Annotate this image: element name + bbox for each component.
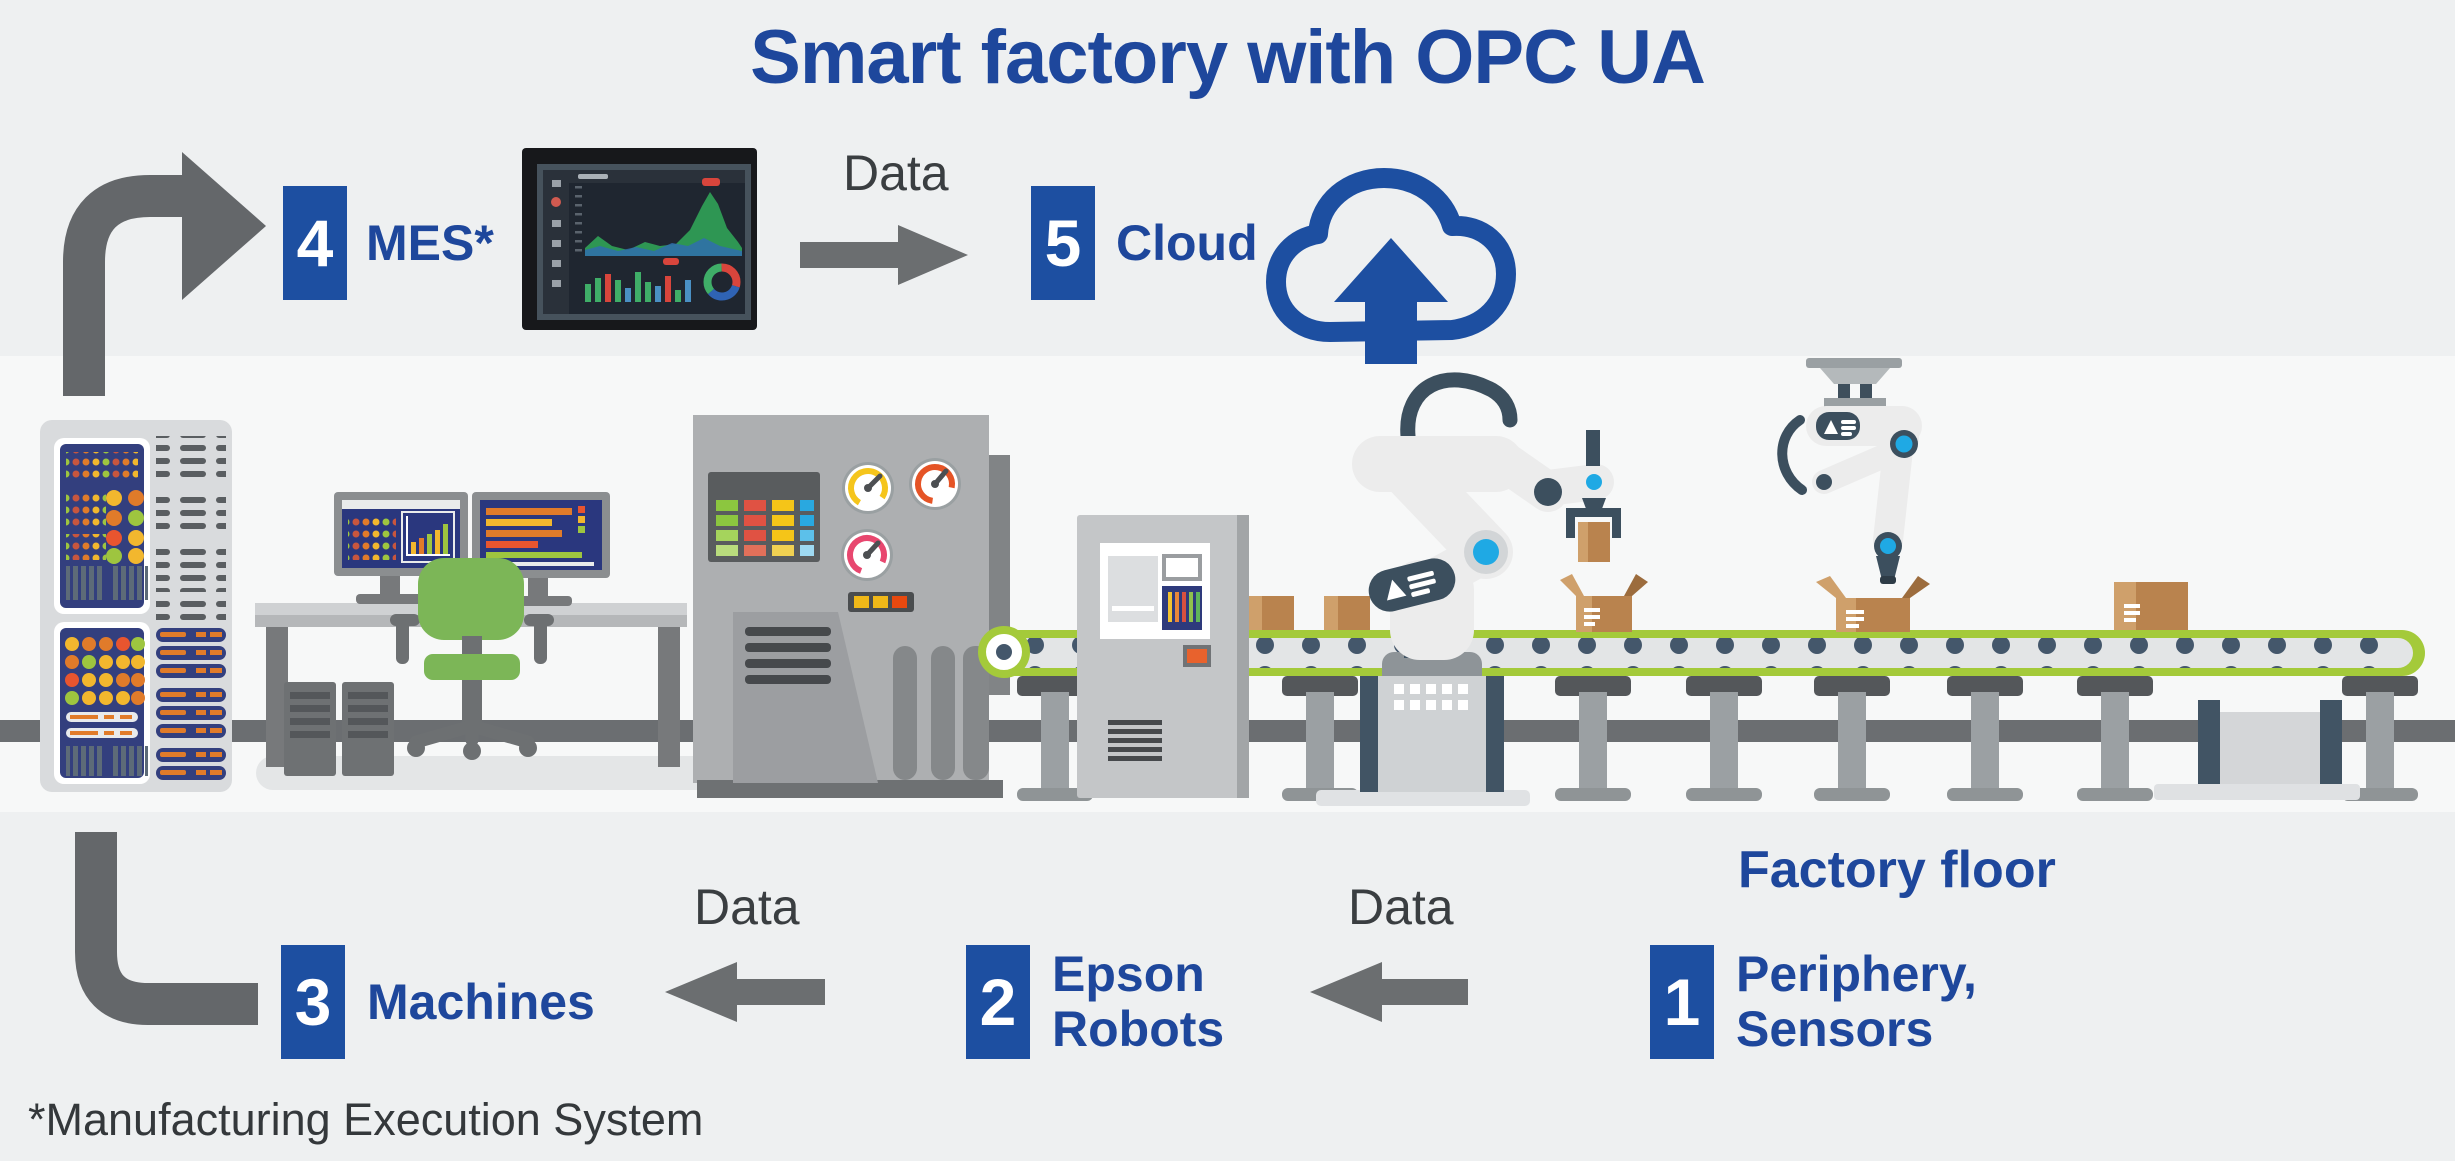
step-label-cloud: Cloud: [1116, 215, 1258, 271]
pedestal-vent-dots: [1394, 684, 1468, 710]
gauge-yellow: [842, 462, 894, 514]
robot-joint-cyan: [1895, 435, 1913, 453]
step-label-periphery-line2: Sensors: [1736, 1001, 1934, 1057]
control-button-panel: [708, 472, 820, 562]
robot-gripper-with-box: [1566, 498, 1621, 562]
operator-desk: [255, 492, 687, 776]
step-label-machines: Machines: [367, 974, 595, 1030]
step-label-periphery: Periphery, Sensors: [1736, 945, 1977, 1059]
robot-joint-cyan: [1880, 538, 1896, 554]
gauge-orange: [909, 458, 961, 510]
dashboard-donut-chart: [703, 263, 741, 301]
rack-blade-servers: [156, 628, 226, 780]
dashboard-area-chart: [575, 178, 742, 256]
pc-tower: [284, 682, 336, 776]
open-box: [1816, 576, 1930, 632]
arrow-robots-to-machines: [665, 962, 825, 1022]
epson-robot-arm-1: [1316, 372, 1648, 806]
arrow-periphery-to-robots: [1310, 962, 1468, 1022]
footnote-mes-definition: *Manufacturing Execution System: [28, 1094, 704, 1145]
step-label-mes: MES*: [366, 215, 494, 271]
arrow-mes-to-cloud: [800, 225, 968, 285]
step-label-robots: Epson Robots: [1052, 945, 1224, 1059]
robot-joint-cyan: [1473, 539, 1499, 565]
factory-floor-label: Factory floor: [1738, 841, 2056, 899]
step-label-periphery-line1: Periphery,: [1736, 946, 1977, 1002]
step-badge-1: 1: [1650, 945, 1714, 1059]
mes-dashboard-monitor: [522, 148, 757, 330]
gauge-pink: [841, 529, 893, 581]
cloud-upload-icon: [1266, 168, 1516, 364]
cardboard-box-labeled: [2114, 582, 2188, 630]
control-cabinet-machine: [693, 415, 1010, 798]
epson-robot-arm-2: [1777, 358, 1930, 632]
step-badge-3: 3: [281, 945, 345, 1059]
step-label-robots-line1: Epson: [1052, 946, 1205, 1002]
dashboard-bar-chart: [585, 258, 691, 302]
indicator-lights: [848, 592, 914, 612]
desk-monitor-left: [334, 492, 468, 604]
cardboard-box: [1324, 596, 1370, 630]
robot-cable: [1777, 415, 1807, 495]
server-rack: [40, 420, 232, 792]
open-box: [1560, 574, 1648, 632]
cardboard-box: [1248, 596, 1294, 630]
page-title: Smart factory with OPC UA: [750, 15, 1706, 100]
robot-head-logo: [1816, 412, 1860, 440]
robot-joint-cyan: [1586, 474, 1602, 490]
control-kiosk: [1077, 515, 1249, 798]
data-flow-label-right: Data: [1348, 879, 1454, 935]
data-flow-label-left: Data: [694, 879, 800, 935]
robot-cable: [1400, 372, 1518, 444]
arrow-rack-to-mes: [63, 152, 266, 396]
conveyor-end-stand: [2154, 700, 2360, 800]
pc-tower: [342, 682, 394, 776]
step-badge-2: 2: [966, 945, 1030, 1059]
robot-head-logo: [1368, 558, 1456, 612]
office-chair: [390, 558, 554, 760]
data-flow-label-top: Data: [843, 145, 949, 201]
step-label-robots-line2: Robots: [1052, 1001, 1225, 1057]
belt-drive-roller: [978, 626, 1030, 678]
desk-monitor-right: [472, 492, 610, 606]
step-badge-5: 5: [1031, 186, 1095, 300]
arrow-rack-to-machines-elbow: [75, 832, 258, 1025]
upload-arrow-icon: [1334, 238, 1448, 364]
robot-end-effector: [1876, 556, 1900, 580]
step-badge-4: 4: [283, 186, 347, 300]
